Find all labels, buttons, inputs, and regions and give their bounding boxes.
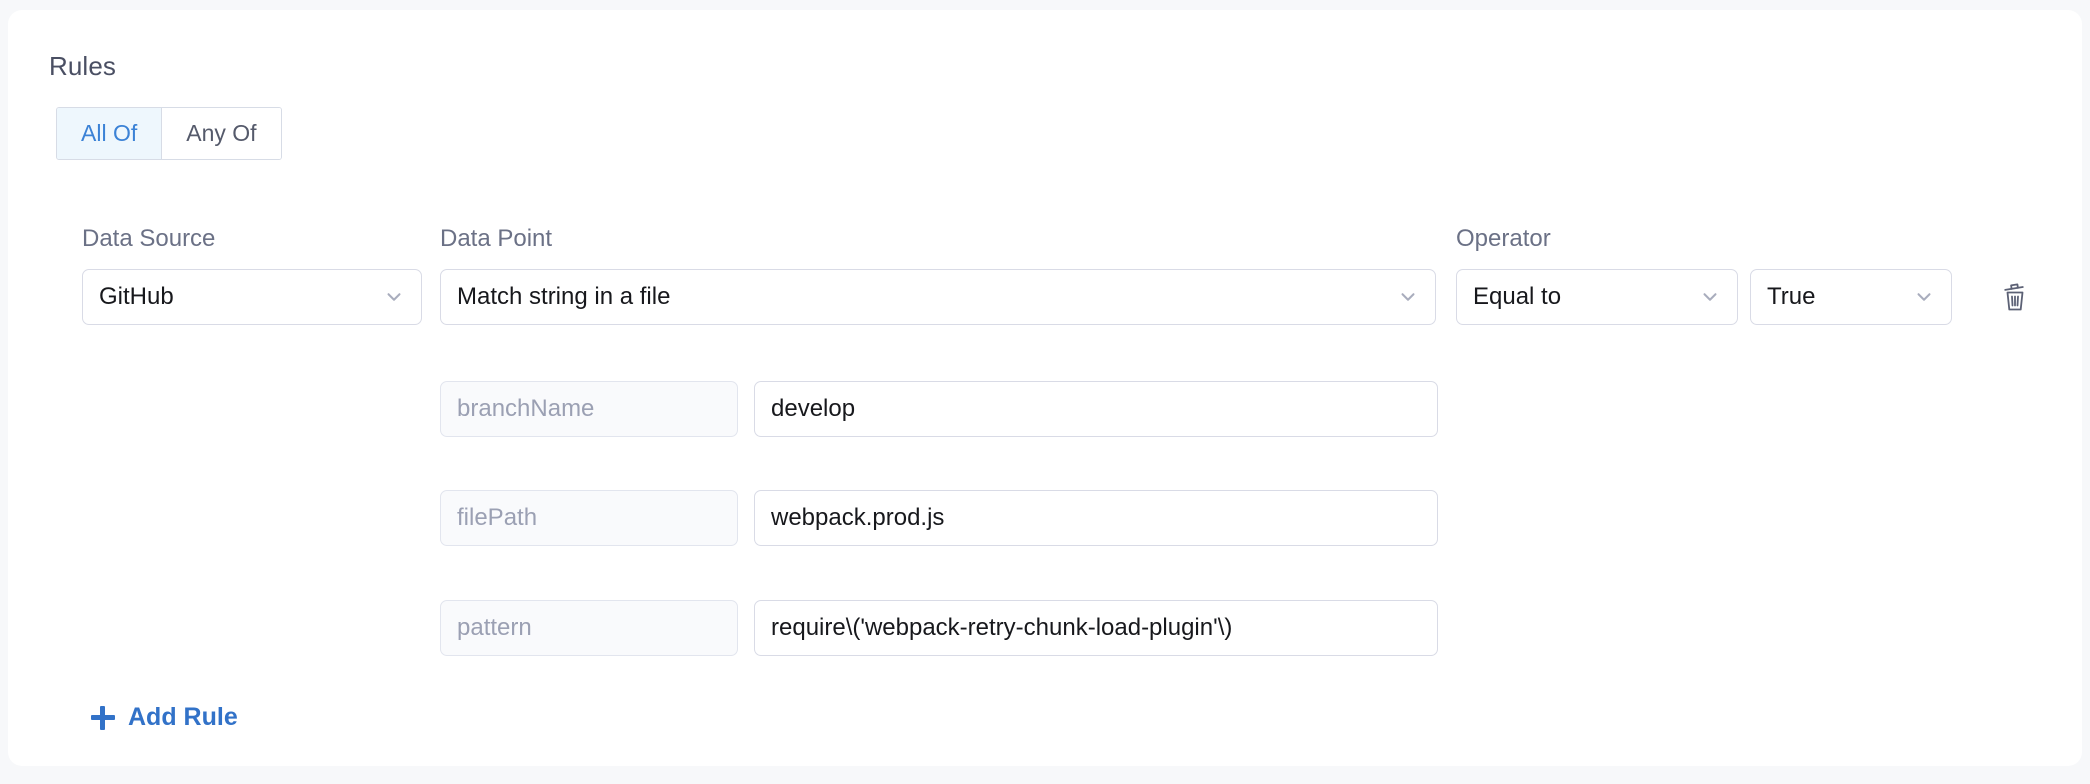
- chevron-down-icon: [1917, 293, 1931, 301]
- param-key: pattern: [440, 600, 738, 656]
- delete-rule-button[interactable]: [1994, 276, 2036, 318]
- plus-icon: [91, 705, 115, 730]
- page-title: Rules: [49, 51, 116, 81]
- operator-value-select[interactable]: True: [1750, 269, 1952, 325]
- param-value-input[interactable]: webpack.prod.js: [754, 490, 1438, 546]
- add-rule-button[interactable]: Add Rule: [91, 703, 238, 732]
- chevron-down-icon: [1401, 293, 1415, 301]
- param-key: branchName: [440, 381, 738, 437]
- rules-card: Rules All Of Any Of Data Source Data Poi…: [8, 10, 2082, 766]
- chevron-down-icon: [387, 293, 401, 301]
- toggle-all-of[interactable]: All Of: [57, 108, 163, 159]
- trash-icon: [2004, 283, 2024, 311]
- add-rule-label: Add Rule: [128, 703, 238, 731]
- chevron-down-icon: [1703, 293, 1717, 301]
- data-source-select[interactable]: GitHub: [82, 269, 422, 325]
- data-point-label: Data Point: [440, 225, 553, 252]
- toggle-any-of[interactable]: Any Of: [162, 108, 281, 159]
- data-source-label: Data Source: [82, 225, 216, 252]
- operator-select[interactable]: Equal to: [1456, 269, 1738, 325]
- operator-value-text: True: [1767, 283, 1816, 310]
- data-point-value: Match string in a file: [457, 283, 671, 310]
- match-type-toggle[interactable]: All Of Any Of: [56, 107, 282, 160]
- param-key: filePath: [440, 490, 738, 546]
- param-value-input[interactable]: require\('webpack-retry-chunk-load-plugi…: [754, 600, 1438, 656]
- operator-value: Equal to: [1473, 283, 1562, 310]
- data-point-select[interactable]: Match string in a file: [440, 269, 1436, 325]
- data-source-value: GitHub: [99, 283, 174, 310]
- operator-label: Operator: [1456, 225, 1551, 252]
- param-value-input[interactable]: develop: [754, 381, 1438, 437]
